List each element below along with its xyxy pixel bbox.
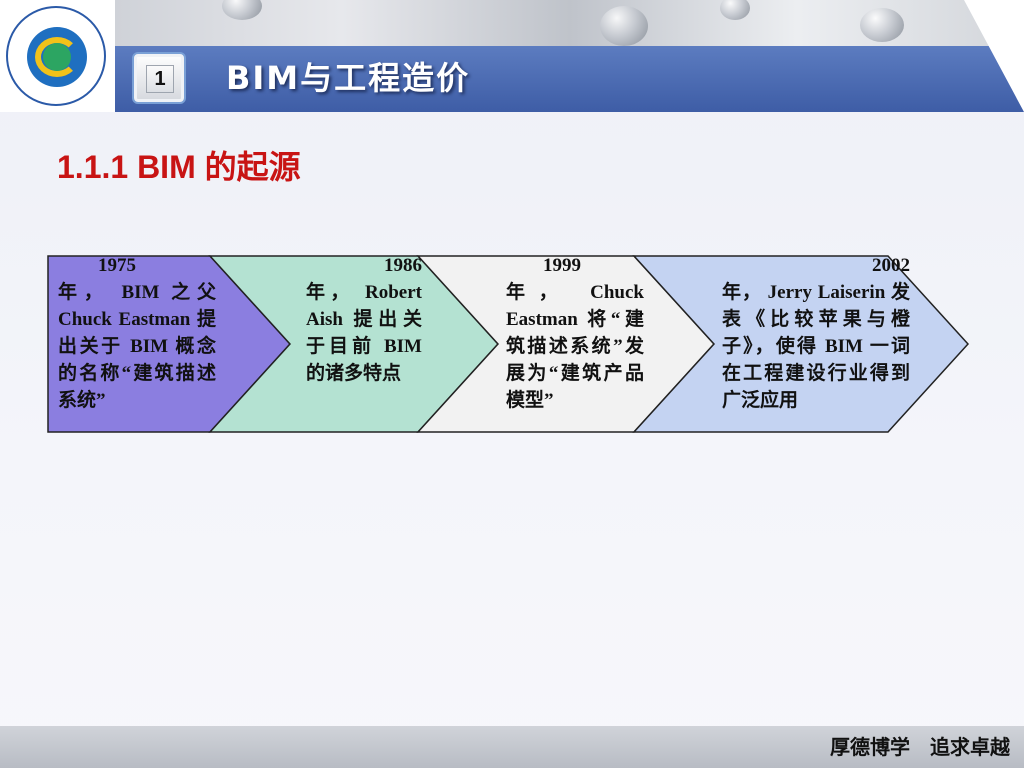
timeline-year: 1999 — [506, 252, 644, 279]
timeline-year: 2002 — [722, 252, 910, 279]
timeline-text: 年， Jerry Laiserin 发表《比较苹果与橙子》，使得 BIM 一词在… — [722, 279, 910, 414]
timeline-step-1986: 1986 年， Robert Aish 提出关于目前 BIM 的诸多特点 — [306, 252, 422, 387]
timeline-step-1975: 1975 年， BIM 之父 Chuck Eastman 提出关于 BIM 概念… — [58, 252, 216, 414]
timeline-text: 年， Robert Aish 提出关于目前 BIM 的诸多特点 — [306, 279, 422, 387]
timeline-year: 1986 — [306, 252, 422, 279]
timeline-text: 年， BIM 之父 Chuck Eastman 提出关于 BIM 概念的名称“建… — [58, 279, 216, 414]
timeline-step-1999: 1999 年， Chuck Eastman 将“建筑描述系统”发展为“建筑产品模… — [506, 252, 644, 414]
timeline-text: 年， Chuck Eastman 将“建筑描述系统”发展为“建筑产品模型” — [506, 279, 644, 414]
timeline-step-2002: 2002 年， Jerry Laiserin 发表《比较苹果与橙子》，使得 BI… — [722, 252, 910, 414]
footer-motto: 厚德博学 追求卓越 — [830, 730, 1010, 764]
timeline-year: 1975 — [58, 252, 216, 279]
